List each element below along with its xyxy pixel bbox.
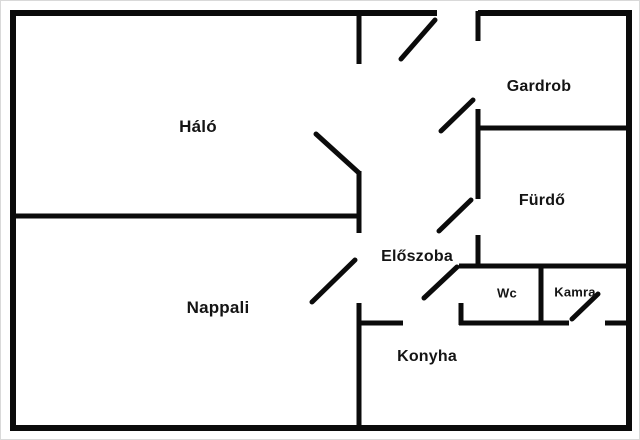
room-label-furdo: Fürdő [518, 192, 566, 209]
door-swing-kamra [569, 291, 601, 322]
inner-walls [13, 11, 629, 428]
door-swing-furdo [436, 197, 474, 234]
door-swing-gardrob [438, 97, 476, 134]
room-label-nappali: Nappali [186, 298, 250, 317]
outer-walls [10, 10, 632, 431]
room-label-konyha: Konyha [397, 348, 457, 365]
door-swing-wc [421, 264, 460, 301]
door-swing-entrance [398, 17, 438, 62]
room-label-wc: Wc [497, 285, 517, 301]
room-label-eloszoba: Előszoba [381, 248, 453, 265]
room-label-kamra: Kamra [554, 284, 596, 300]
room-label-halo: Háló [179, 117, 217, 136]
door-swings [309, 17, 601, 322]
room-label-gardrob: Gardrob [506, 78, 572, 95]
door-swing-halo [313, 131, 362, 176]
door-swing-nappali [309, 257, 358, 305]
